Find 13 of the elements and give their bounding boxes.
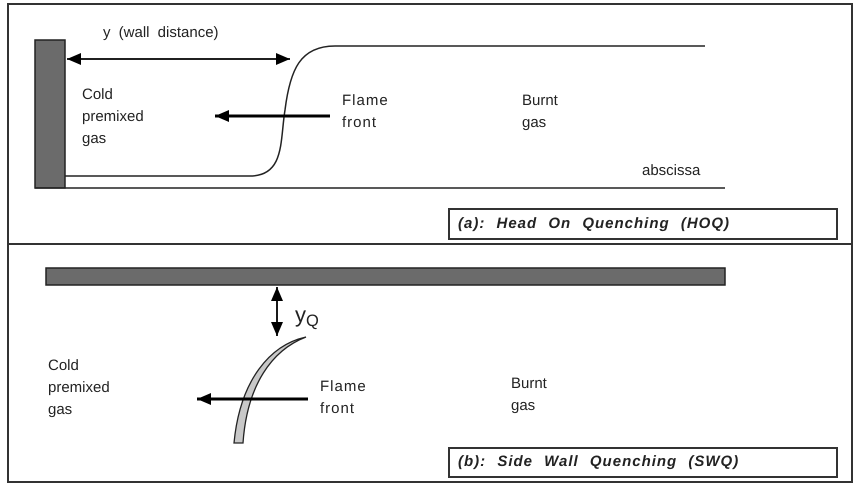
dimension-label: y (wall distance) [103, 23, 220, 43]
caption-box [448, 208, 838, 240]
region-label: Burnt gas [522, 91, 559, 133]
region-label: Cold premixed gas [82, 85, 145, 149]
region-label: Burnt gas [511, 374, 548, 416]
dimension-label: y$_{Q}$ [295, 301, 320, 331]
caption-text: (b): Side Wall Quenching (SWQ) [458, 452, 740, 472]
caption-box [448, 447, 838, 478]
flame-label: Flame front [342, 91, 390, 133]
region-label: Cold premixed gas [48, 356, 111, 420]
flame-label: Flame front [320, 377, 368, 419]
axis-label: abscissa [642, 161, 702, 181]
caption-text: (a): Head On Quenching (HOQ) [458, 214, 730, 234]
